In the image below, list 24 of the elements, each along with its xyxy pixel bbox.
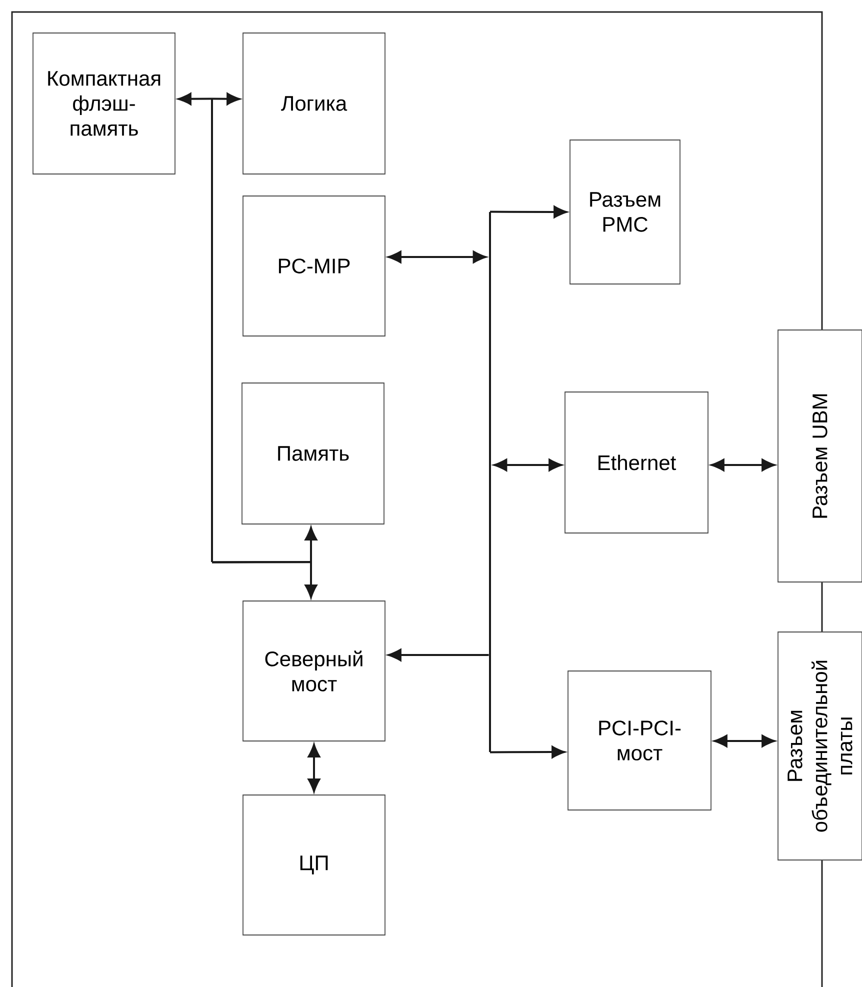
arrow	[308, 744, 320, 792]
arrow	[490, 206, 567, 218]
bus-line	[211, 99, 213, 562]
arrow	[714, 734, 775, 748]
block-box: Компактная флэш-память	[32, 32, 176, 174]
block-box: Память	[242, 382, 384, 524]
block-box: Разъем PMC	[570, 140, 680, 284]
block-box: Ethernet	[564, 392, 708, 534]
block-box: Северный мост	[242, 600, 386, 742]
arrow	[212, 561, 318, 598]
block-box: PCI-PCI-мост	[568, 670, 712, 810]
block-box: Разъем UBM	[778, 330, 862, 582]
arrow	[490, 746, 565, 758]
arrow	[388, 250, 486, 264]
arrow	[212, 92, 240, 106]
block-box: ЦП	[242, 794, 386, 936]
block-box: Логика	[242, 32, 386, 174]
block-box: Разъем объединительной платы	[778, 632, 862, 860]
block-box: PC-MIP	[242, 196, 386, 336]
bus-line	[489, 212, 491, 752]
arrow	[388, 648, 489, 662]
arrow	[711, 458, 775, 472]
arrow	[494, 458, 562, 472]
arrow	[178, 92, 212, 106]
